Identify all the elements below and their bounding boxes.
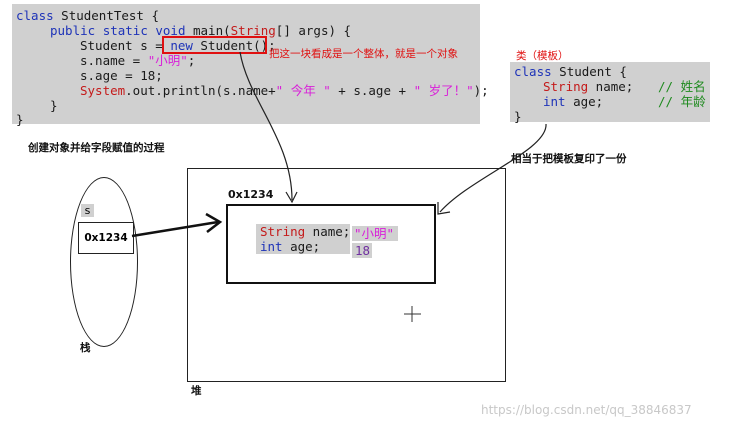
code-keyword: int xyxy=(260,239,283,254)
code-keyword: void xyxy=(155,23,186,38)
code-keyword: int xyxy=(543,94,566,109)
code-text: } xyxy=(50,98,58,113)
code-text: age; xyxy=(565,94,604,109)
code-text: name; xyxy=(305,224,351,239)
stack-reference-value: 0x1234 xyxy=(78,222,134,254)
code-text: } xyxy=(16,112,24,127)
reference-arrow xyxy=(131,220,219,238)
code-keyword: class xyxy=(514,64,552,79)
code-panel xyxy=(12,4,480,124)
whole-object-note: 把这一块看成是一个整体，就是一个对象 xyxy=(269,48,458,60)
code-keyword: static xyxy=(102,23,148,38)
object-field-name: String name; xyxy=(260,224,350,239)
code-keyword: new xyxy=(170,38,193,53)
code-string: " 今年 " xyxy=(275,83,331,98)
new-object-arrow-head xyxy=(285,191,298,204)
stack-label: 栈 xyxy=(80,342,91,354)
heap-label: 堆 xyxy=(191,385,202,397)
age-value-background xyxy=(352,243,372,258)
age-value: 18 xyxy=(355,243,371,258)
name-comment: // 姓名 xyxy=(658,79,706,94)
object-address: 0x1234 xyxy=(228,188,274,201)
code-keyword: class xyxy=(16,8,54,23)
template-line-2: String name; xyxy=(543,79,633,94)
code-keyword: public xyxy=(50,23,96,38)
code-text: s.age = 18; xyxy=(80,68,163,83)
code-line-2: public static void main(String[] args) { xyxy=(50,23,351,38)
object-field-age: int age; xyxy=(260,239,320,254)
code-text: s.name = xyxy=(80,53,148,68)
code-line-1: class StudentTest { xyxy=(16,8,159,23)
code-line-7: } xyxy=(50,98,58,113)
template-title: 类（模板） xyxy=(516,50,569,62)
code-text: Student(); xyxy=(192,38,276,53)
reference-arrow-head xyxy=(205,212,223,233)
code-text: ); xyxy=(473,83,489,98)
code-text: Student { xyxy=(551,64,627,79)
code-text: [] args) { xyxy=(275,23,352,38)
template-line-3: int age; xyxy=(543,94,603,109)
code-text: name; xyxy=(588,79,634,94)
code-string: "小明" xyxy=(147,53,188,68)
age-comment: // 年龄 xyxy=(658,94,706,109)
name-value: "小明" xyxy=(354,226,395,241)
crosshair-cursor-icon xyxy=(404,306,421,322)
template-copy-arrow-head xyxy=(437,202,451,215)
name-value-background xyxy=(352,226,398,241)
process-note: 创建对象并给字段赋值的过程 xyxy=(28,142,165,154)
stack-area xyxy=(70,177,138,347)
code-text: ; xyxy=(187,53,196,68)
code-line-3: Student s = new Student(); xyxy=(80,38,276,53)
code-system: System xyxy=(80,83,126,98)
template-line-4: } xyxy=(514,109,522,124)
copy-note: 相当于把模板复印了一份 xyxy=(511,153,627,165)
code-text: Student s = xyxy=(80,38,171,53)
template-copy-arrow xyxy=(439,123,547,213)
new-student-highlight xyxy=(162,36,267,54)
class-template-panel xyxy=(510,62,710,122)
code-type: String xyxy=(260,224,306,239)
code-line-4: s.name = "小明"; xyxy=(80,53,195,68)
code-string: " 岁了！" xyxy=(413,83,474,98)
code-type: String xyxy=(543,79,589,94)
field-background xyxy=(256,224,350,254)
code-line-5: s.age = 18; xyxy=(80,68,163,83)
code-text: .out.println(s.name+ xyxy=(125,83,276,98)
watermark: https://blog.csdn.net/qq_38846837 xyxy=(481,403,692,417)
new-object-arrow xyxy=(239,51,293,201)
code-text: main( xyxy=(185,23,231,38)
code-line-6: System.out.println(s.name+" 今年 " + s.age… xyxy=(80,83,489,98)
code-line-8: } xyxy=(16,112,24,127)
code-text: StudentTest { xyxy=(53,8,159,23)
code-text: } xyxy=(514,109,522,124)
code-text: age; xyxy=(282,239,321,254)
template-line-1: class Student { xyxy=(514,64,627,79)
stack-variable-name: s xyxy=(81,204,94,217)
code-type: String xyxy=(230,23,276,38)
code-text: + s.age + xyxy=(330,83,414,98)
